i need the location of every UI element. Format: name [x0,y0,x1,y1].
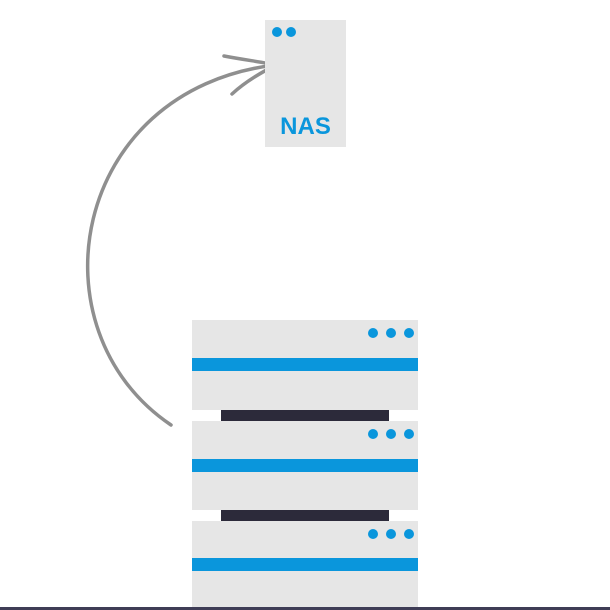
nas-status-led [286,27,296,37]
server-unit-bottom [192,521,418,607]
server-status-led [404,328,414,338]
curved-arrow-icon [85,63,277,427]
server-status-led [386,328,396,338]
server-status-led [368,429,378,439]
nas-label: NAS [280,113,331,140]
server-rack-rail [221,510,389,521]
nas-device: NAS [265,20,346,147]
server-drive-bay-stripe [192,558,418,571]
server-status-led [368,328,378,338]
server-status-led [386,529,396,539]
server-unit-top [192,320,418,410]
server-status-led [404,529,414,539]
floor-line [0,607,610,610]
server-drive-bay-stripe [192,459,418,472]
nas-status-led [272,27,282,37]
server-drive-bay-stripe [192,358,418,371]
server-status-led [404,429,414,439]
server-unit-middle [192,421,418,510]
server-rack-rail [221,410,389,421]
server-status-led [368,529,378,539]
server-status-led [386,429,396,439]
